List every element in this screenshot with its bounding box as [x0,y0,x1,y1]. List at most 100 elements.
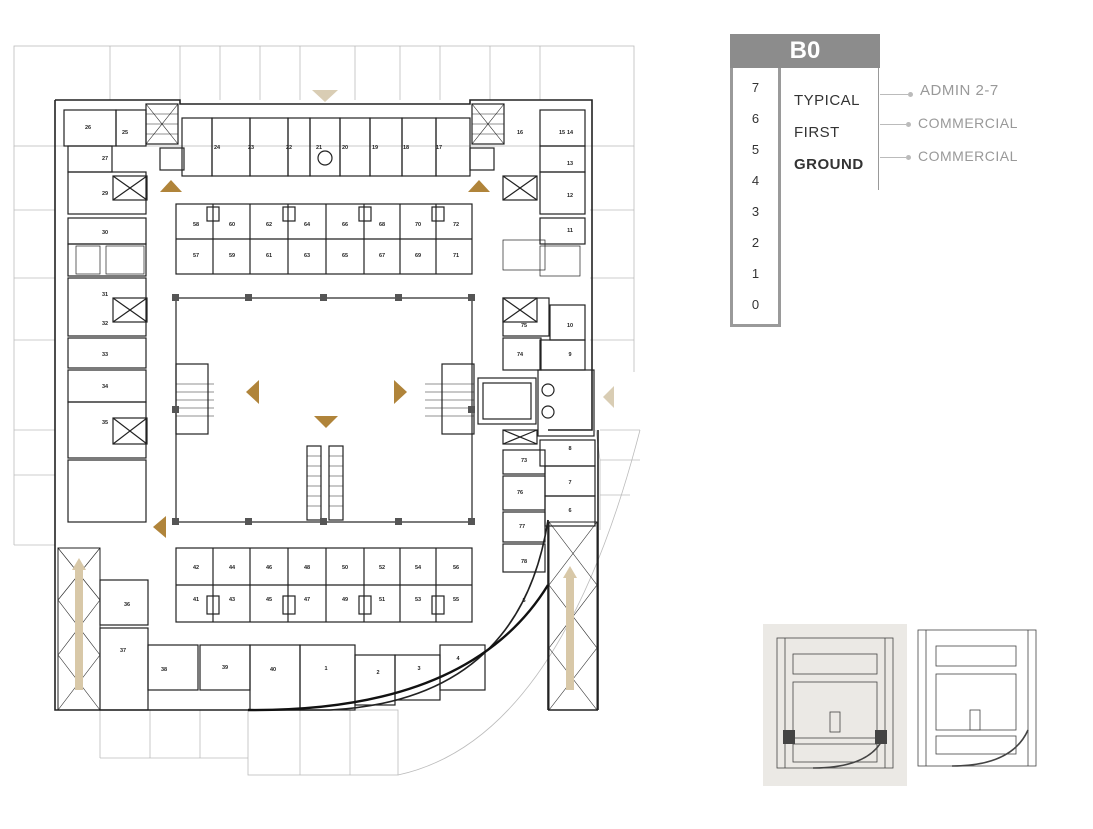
unit-label: 5 [522,598,525,604]
kiosk-label: 69 [415,253,421,259]
unit-label: 24 [214,145,221,151]
unit-label: 34 [102,384,109,390]
arrow-southwest [153,516,166,538]
unit-label: 22 [286,145,292,151]
floor-ground[interactable]: GROUND [794,156,864,173]
unit-label: 39 [222,665,228,671]
arrow-south [314,416,338,428]
arrow-entrance-right [603,386,614,408]
kiosk-label: 46 [266,565,272,571]
unit-label: 27 [102,156,108,162]
kiosk-label: 42 [193,565,199,571]
kiosk-label: 41 [193,597,199,603]
unit-label: 17 [436,145,442,151]
level-7[interactable]: 7 [751,80,760,95]
use-connector-ground [880,157,906,158]
arrow-entrance-top [312,90,338,102]
unit-label: 20 [342,145,348,151]
unit-label: 40 [270,667,276,673]
unit-label: 11 [567,228,573,234]
building-label: B0 [730,34,880,68]
kiosk-label: 44 [229,565,236,571]
kiosk-label: 59 [229,253,235,259]
unit-label: 3 [417,666,420,672]
unit-label: 4 [456,656,460,662]
kiosk-label: 53 [415,597,421,603]
arrow-north-left [160,180,182,192]
level-1[interactable]: 1 [751,266,760,281]
unit-label: 19 [372,145,378,151]
use-connector-first [880,124,906,125]
use-dot-first [906,122,911,127]
level-3[interactable]: 3 [751,204,760,219]
unit-label: 36 [124,602,130,608]
unit-label: 6 [568,508,571,514]
kiosk-label: 71 [453,253,459,259]
kiosk-label: 56 [453,565,459,571]
level-column: 7 6 5 4 3 2 1 0 [730,68,781,327]
kiosk-label: 48 [304,565,310,571]
legend-divider [878,68,879,190]
level-2[interactable]: 2 [751,235,760,250]
kiosk-label: 66 [342,222,348,228]
unit-label: 8 [568,446,571,452]
kiosk-label: 60 [229,222,235,228]
unit-label: 77 [519,524,525,530]
unit-label: 1 [324,666,327,672]
use-dot-typical [908,92,913,97]
thumbnail-upper-floor[interactable] [912,624,1042,772]
arrow-east [394,380,407,404]
unit-label: 35 [102,420,108,426]
use-dot-ground [906,155,911,160]
kiosk-label: 61 [266,253,272,259]
unit-label: 10 [567,323,573,329]
kiosk-label: 49 [342,597,348,603]
unit-label: 32 [102,321,108,327]
arrow-north-right [468,180,490,192]
unit-label: 38 [161,667,167,673]
kiosk-label: 45 [266,597,272,603]
kiosk-label: 51 [379,597,385,603]
use-connector-typical [880,94,908,95]
unit-label: 23 [248,145,254,151]
unit-label: 78 [521,559,527,565]
kiosk-label: 57 [193,253,199,259]
use-typical: ADMIN 2-7 [920,82,999,99]
kiosk-label: 50 [342,565,348,571]
unit-label: 13 [567,161,573,167]
kiosk-label: 62 [266,222,272,228]
kiosk-label: 43 [229,597,235,603]
kiosk-label: 68 [379,222,385,228]
unit-label: 15 [559,130,565,136]
level-legend: B0 7 6 5 4 3 2 1 0 TYPICAL FIRST GROUND … [730,34,1030,334]
level-5[interactable]: 5 [751,142,760,157]
kiosk-label: 67 [379,253,385,259]
thumbnail-ground-floor[interactable] [763,624,907,786]
unit-label: 7 [568,480,571,486]
kiosk-label: 54 [415,565,422,571]
unit-label: 12 [567,193,573,199]
kiosk-label: 65 [342,253,348,259]
level-0[interactable]: 0 [751,297,760,312]
floor-first[interactable]: FIRST [794,124,840,141]
unit-label: 37 [120,648,126,654]
unit-label: 76 [517,490,523,496]
unit-label: 30 [102,230,108,236]
unit-label: 31 [102,292,108,298]
kiosk-label: 72 [453,222,459,228]
use-first: COMMERCIAL [918,115,1018,131]
level-4[interactable]: 4 [751,173,760,188]
floor-typical[interactable]: TYPICAL [794,92,861,109]
kiosk-label: 47 [304,597,310,603]
kiosk-label: 52 [379,565,385,571]
arrow-west [246,380,259,404]
kiosk-label: 70 [415,222,421,228]
level-6[interactable]: 6 [751,111,760,126]
kiosk-label: 63 [304,253,310,259]
unit-label: 33 [102,352,108,358]
use-ground: COMMERCIAL [918,148,1018,164]
kiosk-label: 64 [304,222,311,228]
unit-label: 9 [568,352,571,358]
unit-label: 75 [521,323,527,329]
